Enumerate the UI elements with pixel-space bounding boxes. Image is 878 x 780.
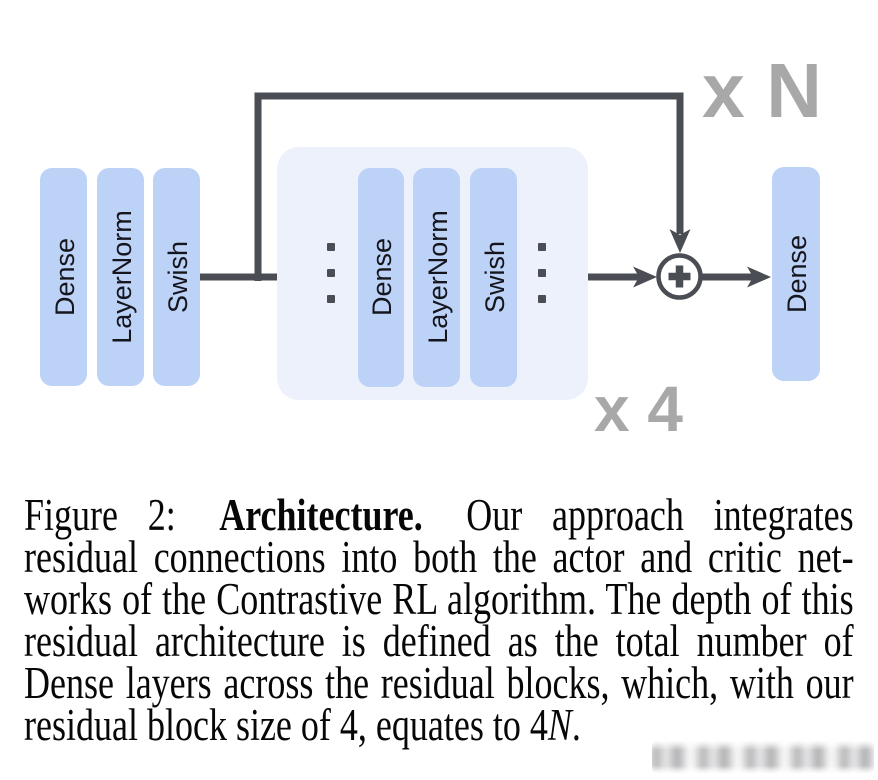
vertical-ellipsis-icon	[538, 243, 546, 303]
layer-label: LayerNorm	[423, 210, 453, 344]
vertical-ellipsis-icon	[327, 243, 335, 303]
layer-label: Dense	[50, 238, 80, 316]
dense-layer-block	[40, 168, 87, 386]
equation-variable: N	[547, 700, 572, 750]
architecture-diagram: Dense LayerNorm Swish Dense LayerNorm Sw…	[40, 48, 822, 445]
output-block: Dense	[772, 167, 820, 381]
arrowhead-right-icon	[747, 266, 771, 288]
equation-coefficient: 4	[529, 700, 548, 750]
layer-label: Dense	[367, 238, 397, 316]
residual-block-stack: Dense LayerNorm Swish	[358, 168, 517, 387]
repeat-n-label: x N	[702, 48, 822, 134]
figure-caption: Figure 2: Architecture. Our approach int…	[24, 493, 854, 748]
repeat-4-label: x 4	[594, 373, 683, 445]
swish-layer-block	[470, 168, 517, 387]
caption-period: .	[571, 700, 581, 750]
input-stack: Dense LayerNorm Swish	[40, 168, 200, 386]
layer-label: Dense	[782, 235, 812, 313]
layernorm-layer-block	[413, 168, 460, 387]
sum-node	[656, 253, 703, 300]
caption-title: Architecture.	[219, 490, 423, 540]
arrowhead-down-icon	[669, 229, 691, 253]
plus-icon	[668, 265, 691, 288]
swish-layer-block	[153, 168, 200, 386]
layer-label: LayerNorm	[107, 210, 137, 344]
dense-layer-block	[772, 167, 820, 381]
layernorm-layer-block	[97, 168, 144, 386]
arrowhead-right-icon	[633, 266, 657, 288]
residual-skip-connector	[254, 92, 684, 281]
scan-smudge-artifact	[652, 740, 874, 774]
caption-figure-number: Figure 2:	[24, 490, 176, 540]
layer-label: Swish	[480, 241, 510, 313]
caption-body: Our approach integrates residual connect…	[24, 490, 854, 750]
layer-label: Swish	[163, 241, 193, 313]
dense-layer-block	[358, 168, 404, 387]
